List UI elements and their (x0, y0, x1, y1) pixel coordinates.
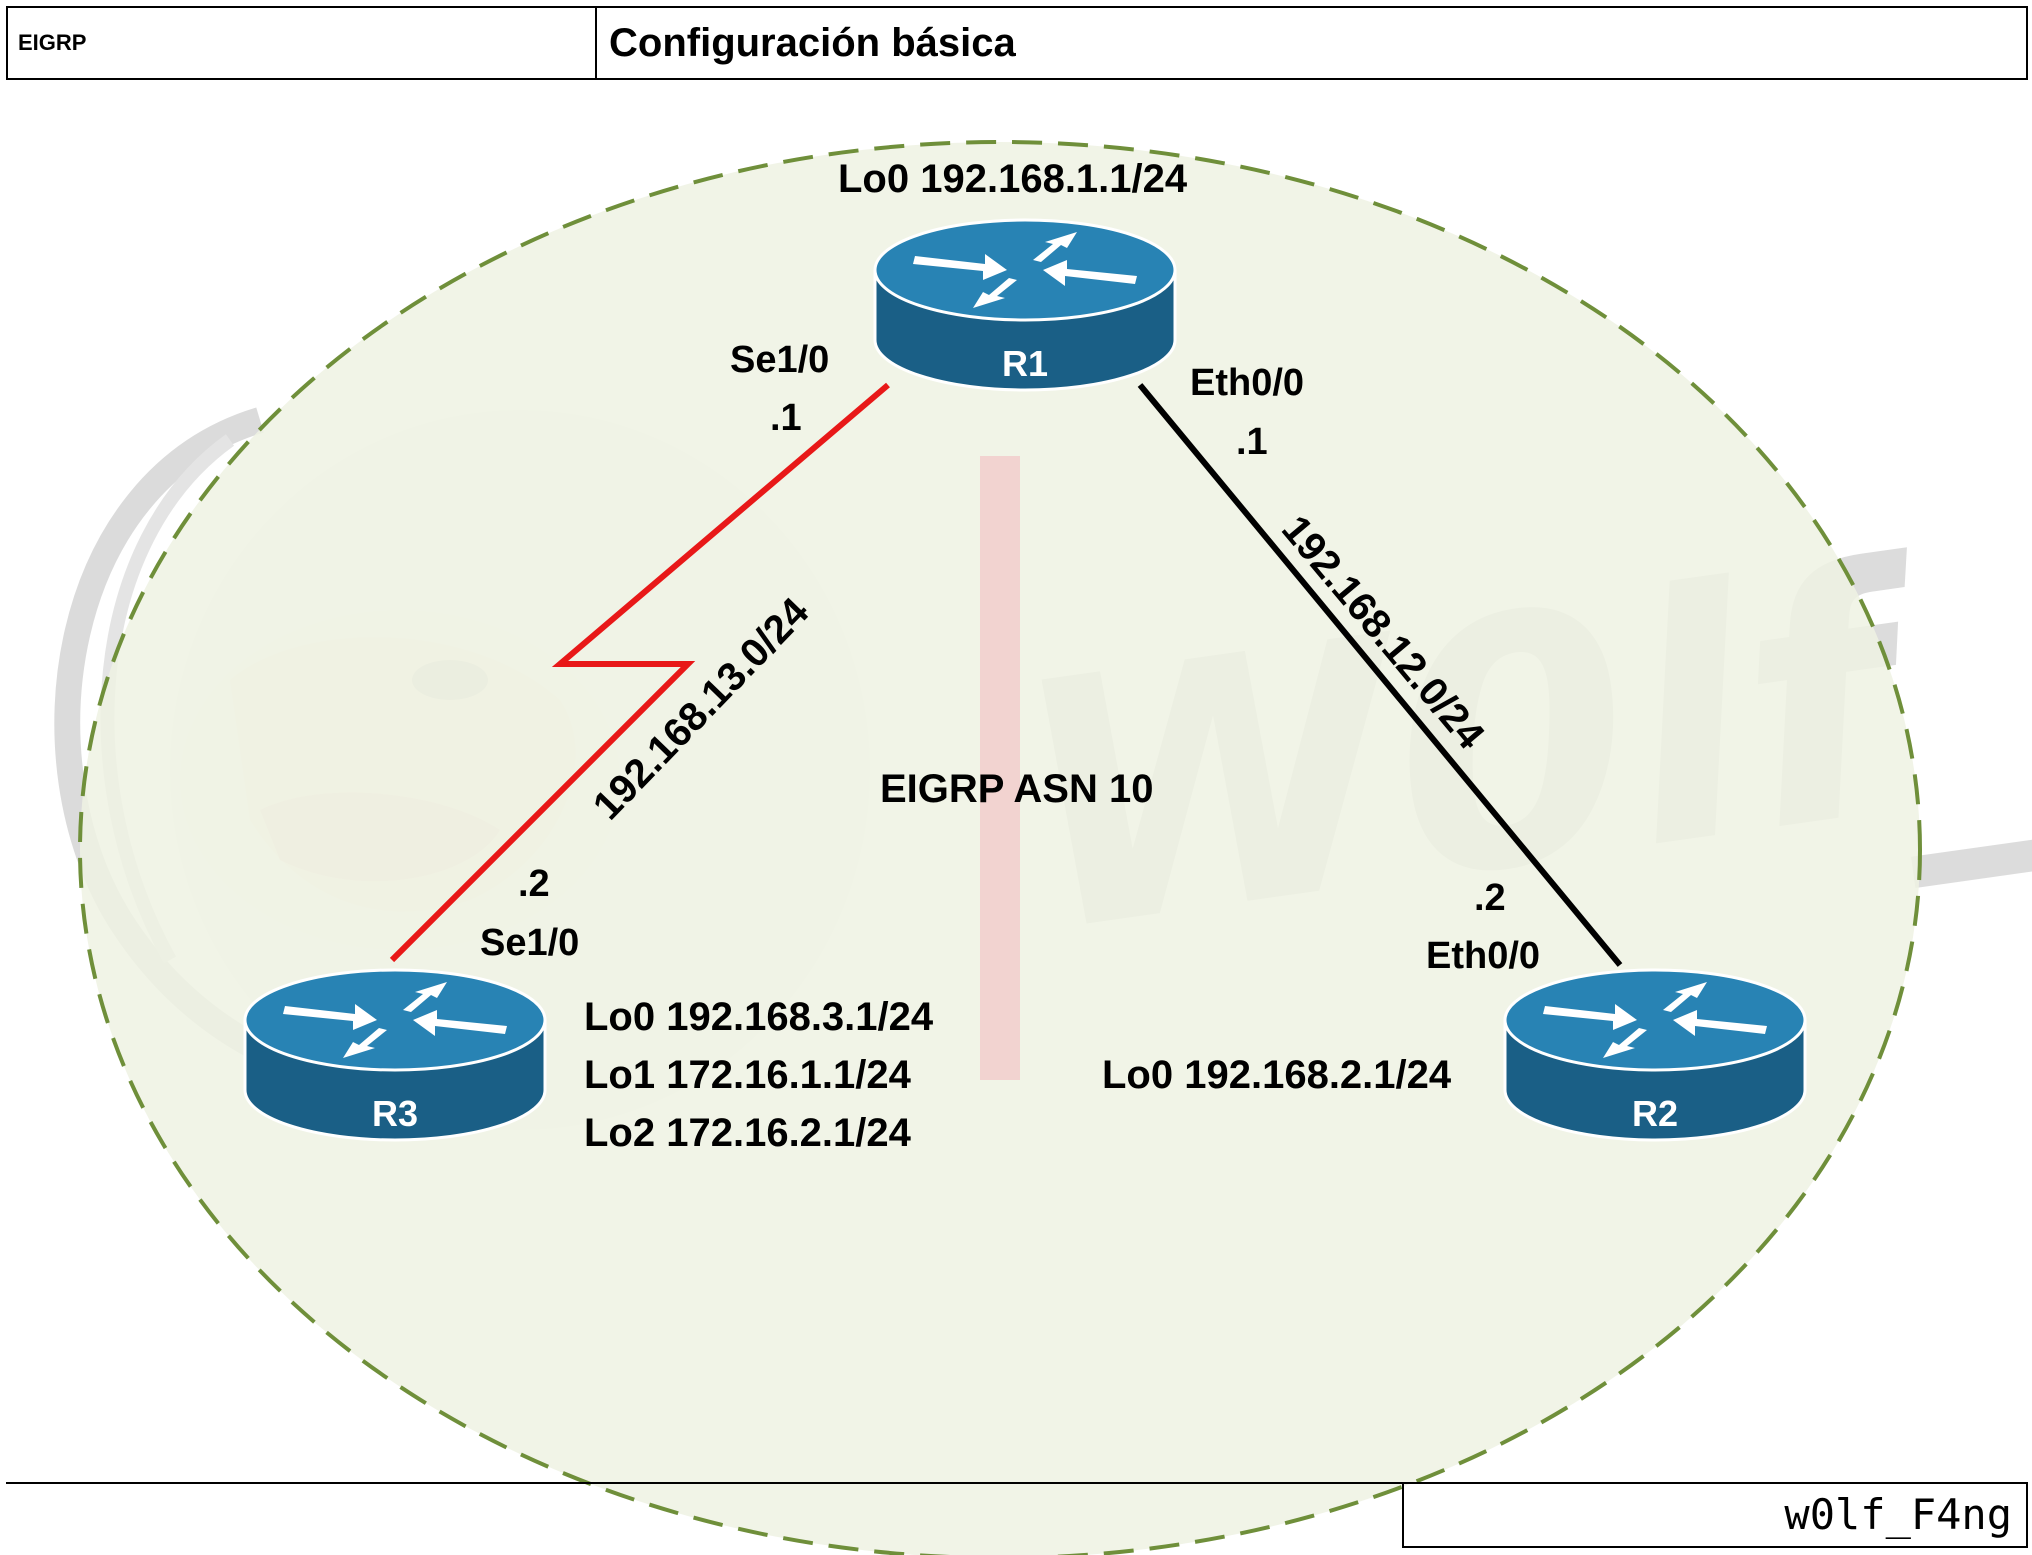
r3-serial-host: .2 (518, 863, 550, 905)
footer-credit: w0lf_F4ng (1402, 1482, 2028, 1548)
r2-ethernet-host: .2 (1474, 877, 1506, 919)
serial-link-r1-r3 (389, 382, 890, 963)
page-title: Configuración básica (609, 20, 1016, 65)
footer-rule (6, 1482, 2028, 1484)
r1-serial-host: .1 (770, 397, 802, 439)
r3-loopback-2: Lo2 172.16.2.1/24 (584, 1111, 912, 1155)
r3-loopback-0: Lo0 192.168.3.1/24 (584, 995, 934, 1039)
router-r2[interactable]: R2 (1503, 968, 1807, 1142)
ethernet-link-r1-r2 (1137, 383, 1623, 967)
r3-loopback-1: Lo1 172.16.1.1/24 (584, 1053, 912, 1097)
router-r1-label: R1 (1002, 343, 1048, 384)
router-r3[interactable]: R3 (243, 968, 547, 1142)
r1-ethernet-host: .1 (1236, 421, 1268, 463)
header-bar: EIGRP Configuración básica (6, 6, 2028, 80)
r3-serial-interface: Se1/0 (480, 922, 579, 964)
router-r1[interactable]: R1 (873, 218, 1177, 392)
r1-loopback-0: Lo0 192.168.1.1/24 (838, 157, 1188, 201)
eigrp-asn-label: EIGRP ASN 10 (880, 767, 1153, 811)
topic-label: EIGRP (8, 8, 597, 78)
r2-loopback-0: Lo0 192.168.2.1/24 (1102, 1053, 1452, 1097)
router-r3-label: R3 (372, 1093, 418, 1134)
router-r2-label: R2 (1632, 1093, 1678, 1134)
r2-ethernet-interface: Eth0/0 (1426, 935, 1540, 977)
r1-ethernet-interface: Eth0/0 (1190, 362, 1304, 404)
center-divider (980, 456, 1020, 1080)
r1-serial-interface: Se1/0 (730, 339, 829, 381)
